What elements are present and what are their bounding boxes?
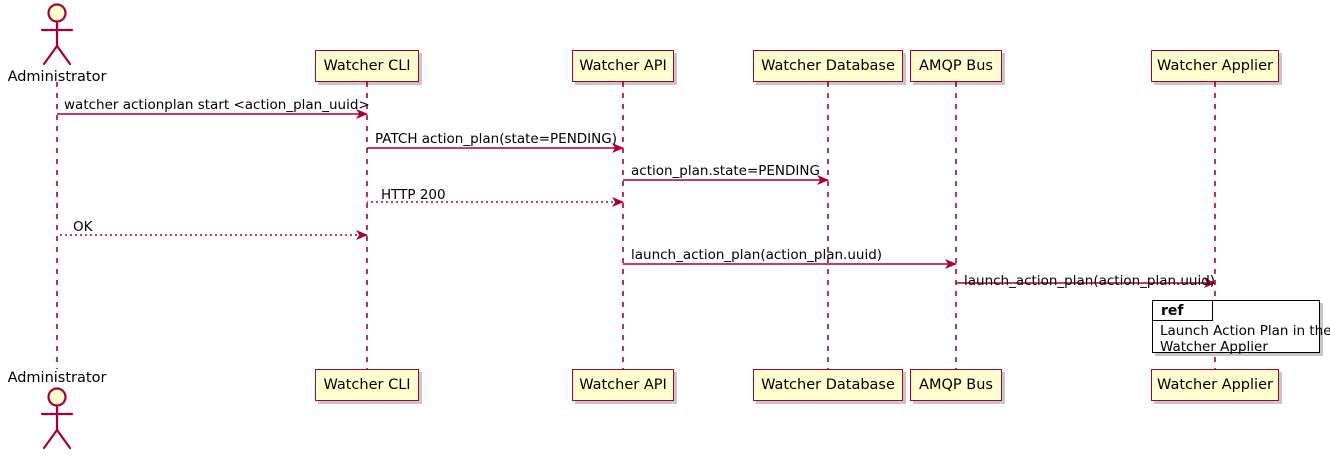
ref-fragment-line-1: Launch Action Plan in the: [1160, 323, 1330, 339]
participant-box-bottom-amqp-bus[interactable]: AMQP Bus: [910, 369, 1002, 401]
participant-box-bottom-watcher-applier[interactable]: Watcher Applier: [1151, 369, 1279, 401]
actor-figure-top-administrator: [40, 3, 74, 66]
ref-fragment-box: ref Launch Action Plan in the Watcher Ap…: [1152, 300, 1330, 355]
message-label-4: HTTP 200: [381, 187, 446, 203]
participant-box-top-watcher-database[interactable]: Watcher Database: [753, 50, 903, 82]
message-label-2: PATCH action_plan(state=PENDING): [375, 131, 617, 147]
ref-fragment-line-2: Watcher Applier: [1160, 339, 1268, 355]
actor-leg-left: [42, 428, 59, 450]
lifelines-group: [56, 82, 1216, 369]
actor-figure-bottom-administrator: [40, 387, 74, 450]
participant-label-watcher-applier: Watcher Applier: [1157, 57, 1273, 74]
actor-head-icon: [47, 387, 67, 407]
message-arrows-group: [57, 109, 1216, 288]
actor-label-top-administrator: Administrator: [7, 69, 107, 85]
actor-leg-right: [55, 428, 72, 450]
message-label-6: launch_action_plan(action_plan.uuid): [631, 247, 883, 263]
actor-label-bottom-administrator: Administrator: [7, 370, 107, 386]
participant-box-bottom-watcher-database[interactable]: Watcher Database: [753, 369, 903, 401]
actor-leg-right: [55, 44, 72, 66]
participant-box-top-amqp-bus[interactable]: AMQP Bus: [910, 50, 1002, 82]
participant-box-bottom-watcher-cli[interactable]: Watcher CLI: [315, 369, 419, 401]
participant-label-watcher-database: Watcher Database: [761, 376, 895, 393]
participant-box-top-watcher-applier[interactable]: Watcher Applier: [1151, 50, 1279, 82]
participant-label-amqp-bus: AMQP Bus: [919, 376, 993, 393]
participant-box-top-watcher-cli[interactable]: Watcher CLI: [315, 50, 419, 82]
participant-label-watcher-api: Watcher API: [579, 376, 667, 393]
participant-label-watcher-applier: Watcher Applier: [1157, 376, 1273, 393]
participant-box-top-watcher-api[interactable]: Watcher API: [572, 50, 674, 82]
message-label-7: launch_action_plan(action_plan.uuid): [964, 273, 1216, 289]
actor-head-icon: [47, 3, 67, 23]
actor-figures-group: [40, 3, 74, 450]
participant-label-watcher-cli: Watcher CLI: [323, 57, 411, 74]
actor-leg-left: [42, 44, 59, 66]
message-label-1: watcher actionplan start <action_plan_uu…: [64, 97, 370, 113]
participant-label-watcher-database: Watcher Database: [761, 57, 895, 74]
participant-label-watcher-cli: Watcher CLI: [323, 376, 411, 393]
participant-label-watcher-api: Watcher API: [579, 57, 667, 74]
participant-box-bottom-watcher-api[interactable]: Watcher API: [572, 369, 674, 401]
message-label-3: action_plan.state=PENDING: [631, 163, 820, 179]
ref-fragment-keyword: ref: [1153, 301, 1213, 321]
message-label-5: OK: [73, 219, 93, 235]
participant-label-amqp-bus: AMQP Bus: [919, 57, 993, 74]
